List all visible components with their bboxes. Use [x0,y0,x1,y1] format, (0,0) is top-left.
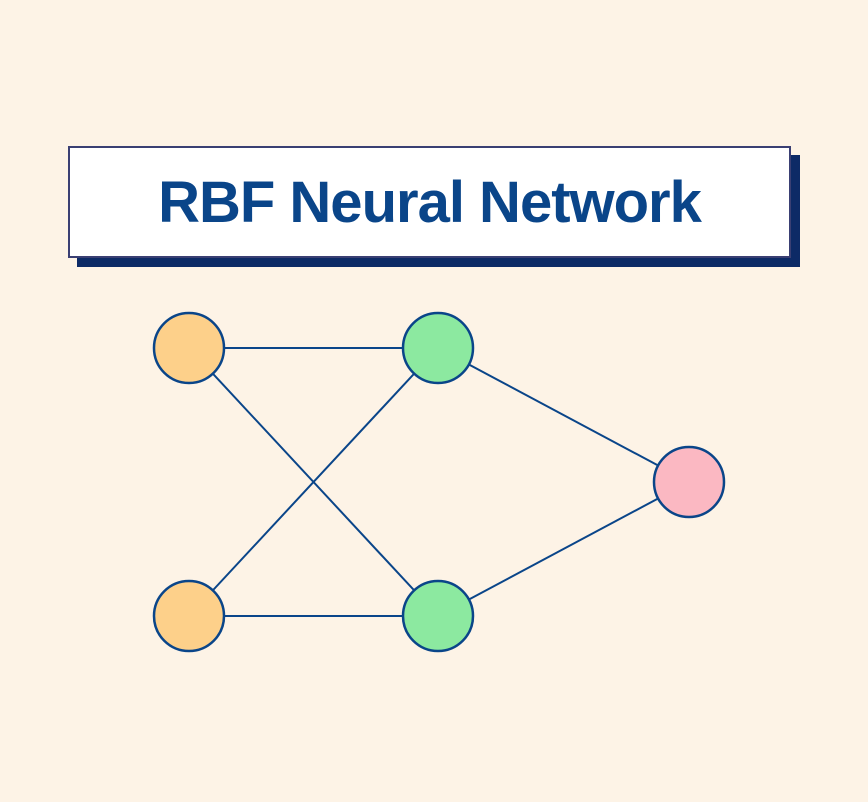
node-output-1 [652,445,726,519]
edge-hidden-2-to-output-1 [437,481,690,617]
edge-hidden-1-to-output-1 [437,347,690,483]
node-hidden-2 [401,579,475,653]
nodes [152,311,726,653]
node-hidden-1 [401,311,475,385]
node-input-2 [152,579,226,653]
diagram-title: RBF Neural Network [158,169,702,235]
edge-input-2-to-hidden-1 [188,347,439,617]
node-input-1 [152,311,226,385]
edges [188,347,690,617]
title-box: RBF Neural Network [68,146,791,258]
